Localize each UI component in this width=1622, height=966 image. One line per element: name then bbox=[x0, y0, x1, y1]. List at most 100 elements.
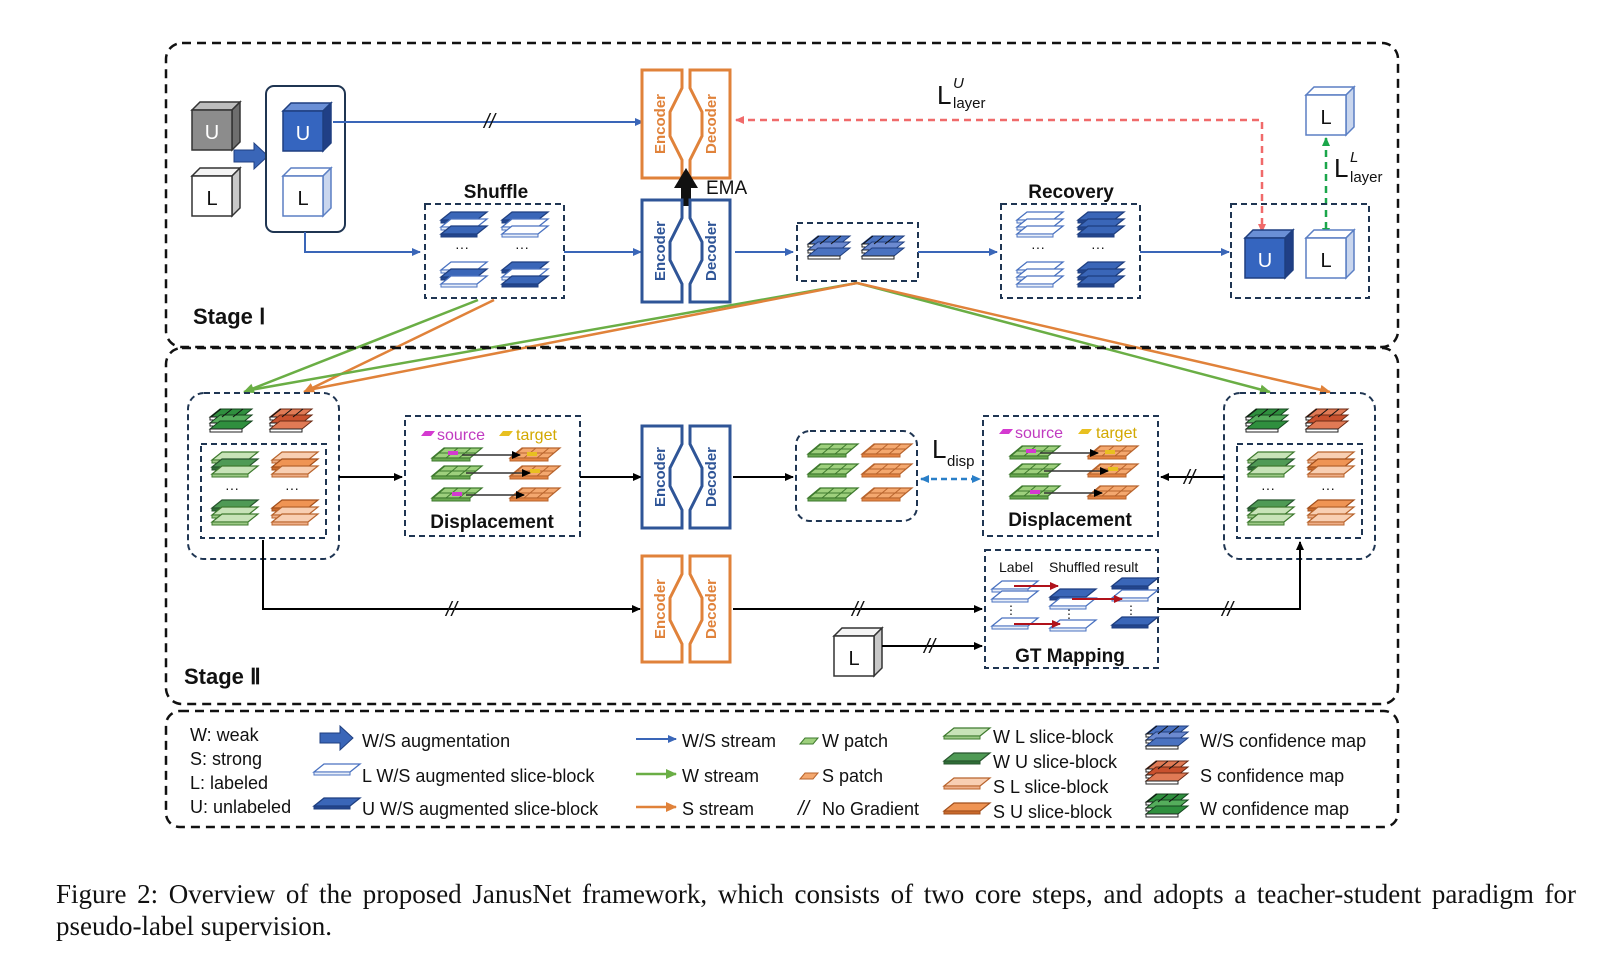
teacher-decoder: Decoder bbox=[688, 68, 732, 180]
svg-text:Decoder: Decoder bbox=[703, 94, 720, 154]
svg-text:W U slice-block: W U slice-block bbox=[993, 752, 1118, 772]
no-gradient-mark: // bbox=[482, 111, 498, 133]
displacement-patches-left bbox=[431, 447, 561, 502]
stage2-label: Stage Ⅱ bbox=[184, 664, 261, 689]
s2-right-green-slices: ··· bbox=[1247, 451, 1295, 526]
augmentation-arrow-icon bbox=[319, 724, 354, 752]
svg-text:Encoder: Encoder bbox=[652, 94, 669, 154]
teacher-encoder: Encoder bbox=[640, 68, 684, 180]
w-confidence-map-icon bbox=[1145, 793, 1189, 818]
legend-item-w-u-slice: W U slice-block bbox=[943, 752, 1118, 772]
s-stream-map-to-s2-left bbox=[307, 281, 858, 392]
svg-text:U W/S augmented slice-block: U W/S augmented slice-block bbox=[362, 799, 599, 819]
svg-text:W confidence map: W confidence map bbox=[1200, 799, 1349, 819]
legend-item-s-confidence: S confidence map bbox=[1145, 760, 1344, 786]
s-l-slice-icon bbox=[943, 777, 991, 790]
displacement-box-right bbox=[982, 415, 1159, 537]
s-patch-icon bbox=[798, 772, 820, 780]
legend-frame bbox=[164, 709, 1400, 829]
w-u-slice-icon bbox=[943, 752, 991, 765]
shuffle-slices-right: ··· bbox=[501, 211, 549, 288]
s-confidence-map-left bbox=[269, 408, 313, 433]
l-slice-block-icon bbox=[313, 763, 361, 776]
student-decoder: Decoder bbox=[688, 198, 732, 304]
legend-item-augmentation: W/S augmentation bbox=[319, 724, 510, 752]
svg-text:···: ··· bbox=[1321, 480, 1335, 496]
svg-text:L: L bbox=[1334, 153, 1348, 183]
w-l-slice-icon bbox=[943, 727, 991, 740]
s2-left-slices-box bbox=[200, 443, 327, 539]
svg-text:L: L bbox=[206, 188, 217, 210]
w-stream-map-to-s2-left bbox=[249, 281, 858, 392]
displacement-patches-right bbox=[1009, 445, 1139, 500]
legend-def: L: labeled bbox=[190, 773, 268, 793]
recovered-unlabeled-cube: U bbox=[1244, 229, 1294, 279]
svg-text:U: U bbox=[1258, 250, 1272, 272]
s2-student-encoder: Encoder bbox=[640, 424, 684, 530]
no-gradient-mark: // bbox=[922, 636, 938, 658]
legend-item-l-slice: L W/S augmented slice-block bbox=[313, 763, 595, 786]
svg-text:Decoder: Decoder bbox=[703, 221, 720, 281]
legend-item-w-patch: W patch bbox=[798, 731, 888, 751]
u-slice-block-icon bbox=[313, 797, 361, 810]
svg-text:Encoder: Encoder bbox=[652, 579, 669, 639]
svg-text:···: ··· bbox=[1031, 239, 1045, 255]
ws-confidence-map-1 bbox=[807, 235, 851, 260]
legend-item-no-gradient: // No Gradient bbox=[796, 798, 919, 820]
svg-text:S L slice-block: S L slice-block bbox=[993, 777, 1109, 797]
ema-arrow bbox=[674, 168, 698, 206]
svg-text:L: L bbox=[1350, 149, 1358, 166]
target-label-right: target bbox=[1096, 425, 1137, 442]
s-stream-shuffle-to-s2-left bbox=[303, 298, 495, 394]
svg-text:L: L bbox=[937, 80, 951, 110]
w-patch-icon bbox=[798, 737, 820, 745]
s-confidence-map-icon bbox=[1145, 760, 1189, 785]
ws-confidence-map-icon bbox=[1145, 725, 1189, 750]
s2-left-orange-slices: ··· bbox=[271, 451, 319, 526]
s2-right-orange-slices: ··· bbox=[1307, 451, 1355, 526]
svg-text:S patch: S patch bbox=[822, 766, 883, 786]
s-stream-map-to-s2-right bbox=[856, 281, 1331, 395]
gt-mapping-title: GT Mapping bbox=[1015, 646, 1125, 667]
legend-item-w-confidence: W confidence map bbox=[1145, 793, 1349, 819]
stage2-frame bbox=[164, 346, 1400, 706]
legend-item-s-stream: S stream bbox=[636, 799, 754, 819]
no-gradient-mark: // bbox=[850, 599, 866, 621]
displacement-title-left: Displacement bbox=[430, 512, 554, 533]
legend-item-s-l-slice: S L slice-block bbox=[943, 777, 1109, 797]
svg-text:W stream: W stream bbox=[682, 766, 759, 786]
s2-student-decoder: Decoder bbox=[688, 424, 732, 530]
unlabeled-cube: U bbox=[191, 101, 241, 151]
svg-text:W L slice-block: W L slice-block bbox=[993, 727, 1114, 747]
no-gradient-icon: // bbox=[796, 798, 812, 820]
legend-item-ws-confidence: W/S confidence map bbox=[1145, 725, 1366, 751]
recovered-output-box bbox=[1230, 203, 1370, 299]
stage1-frame bbox=[164, 41, 1400, 349]
svg-text:No Gradient: No Gradient bbox=[822, 799, 919, 819]
figure-caption: Figure 2: Overview of the proposed Janus… bbox=[56, 879, 1576, 941]
svg-text:disp: disp bbox=[947, 453, 975, 470]
legend-item-w-stream: W stream bbox=[636, 766, 759, 786]
gt-label-column: Label bbox=[999, 559, 1033, 575]
s2-left-green-slices: ··· bbox=[211, 451, 259, 526]
legend-def: U: unlabeled bbox=[190, 797, 291, 817]
source-icon bbox=[999, 429, 1013, 434]
svg-text:⋮: ⋮ bbox=[1125, 603, 1137, 617]
target-labeled-cube: L bbox=[1305, 86, 1355, 136]
labeled-cube: L bbox=[191, 167, 241, 217]
legend-item-s-patch: S patch bbox=[798, 766, 883, 786]
ws-stream-to-shuffle bbox=[304, 232, 421, 256]
w-stream-map-to-s2-right bbox=[856, 281, 1271, 395]
recovered-labeled-cube: L bbox=[1305, 229, 1355, 279]
displacement-title-right: Displacement bbox=[1008, 510, 1132, 531]
layer-u-loss-arrow bbox=[735, 116, 1266, 233]
target-icon bbox=[1078, 429, 1092, 434]
s2-right-slices-box bbox=[1236, 443, 1363, 539]
svg-text:layer: layer bbox=[953, 95, 986, 112]
svg-text:U: U bbox=[953, 75, 964, 92]
svg-text:⋮: ⋮ bbox=[1005, 603, 1017, 617]
augmented-labeled-cube: L bbox=[282, 167, 332, 217]
augmented-unlabeled-cube: U bbox=[282, 102, 332, 152]
legend-item-w-l-slice: W L slice-block bbox=[943, 727, 1114, 747]
legend-def: W: weak bbox=[190, 725, 260, 745]
